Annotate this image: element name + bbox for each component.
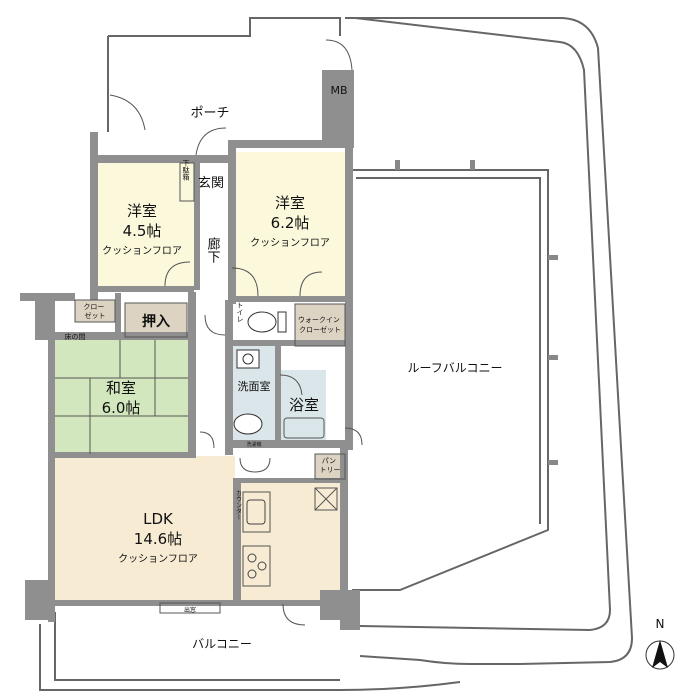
- room-fills: [55, 152, 345, 604]
- room-6-2-name: 洋室: [275, 194, 305, 212]
- porch-label: ポーチ: [190, 106, 229, 121]
- kitchen-floor: [235, 480, 345, 604]
- exterior-outline: [39, 17, 634, 691]
- washitsu-size: 6.0帖: [102, 399, 141, 417]
- counter-label: カウンター: [235, 490, 242, 520]
- oshiire-floor: [125, 303, 187, 337]
- kitchen-sink-icon: [246, 499, 266, 525]
- closet-label-line2: ゼット: [85, 311, 106, 320]
- room-4-5-size: 4.5帖: [123, 222, 162, 240]
- tatami-room: [55, 340, 188, 454]
- room-4-5-name: 洋室: [127, 202, 157, 220]
- room-western-6-2: [235, 152, 345, 298]
- room-western-4-5: [98, 163, 194, 287]
- room-6-2-floor: クッションフロア: [250, 237, 330, 249]
- ldk-name: LDK: [143, 510, 174, 528]
- pantry-label: パン トリー: [320, 457, 341, 474]
- wash-basin-icon: [233, 349, 263, 435]
- north-arrow-icon: N: [645, 617, 675, 670]
- ldk-size: 14.6帖: [134, 530, 182, 548]
- labels: ポーチ MB 玄関 下駄箱 廊下 洋室 4.5帖 クッションフロア 洋室 6.2…: [65, 84, 503, 651]
- bath-label: 浴室: [289, 396, 319, 414]
- toko-label: 床の間: [65, 332, 86, 341]
- walls: [20, 70, 360, 630]
- balcony-label: バルコニー: [192, 637, 252, 651]
- walkin-floor: [295, 304, 345, 346]
- range-hood-icon: [314, 487, 338, 511]
- shoe-box-label: 下駄箱: [182, 160, 190, 182]
- closet-label: クロー ゼット: [83, 303, 106, 320]
- ldk-floor: [55, 456, 235, 604]
- toilet-label: トイレ: [236, 302, 244, 323]
- bath-floor: [280, 370, 326, 440]
- washroom-label: 洗面室: [238, 379, 271, 393]
- walkin-label: ウォークイン クローゼット: [298, 316, 342, 334]
- roof-balcony-label: ルーフバルコニー: [407, 361, 502, 375]
- ldk-floor: クッションフロア: [118, 553, 198, 565]
- balcony-posts: [395, 160, 558, 465]
- room-outlines: [55, 162, 346, 614]
- door-swings: [109, 39, 363, 626]
- oshiire-label: 押入: [142, 313, 170, 330]
- room-4-5-floor: クッションフロア: [102, 245, 182, 257]
- entrance-label: 玄関: [198, 176, 224, 191]
- north-label: N: [656, 617, 665, 631]
- corridor-floor: [198, 200, 228, 430]
- window-box-label: 出窓: [184, 606, 196, 614]
- closet-floor: [75, 300, 115, 322]
- washer-label: 洗濯機: [246, 441, 261, 448]
- closet-label-line1: クロー: [83, 303, 104, 311]
- washitsu-name: 和室: [106, 379, 136, 397]
- corridor-label: 廊下: [205, 236, 221, 263]
- room-6-2-size: 6.2帖: [271, 214, 310, 232]
- stove-icon: [247, 553, 267, 579]
- mb-label: MB: [330, 84, 347, 97]
- toilet-icon: [247, 311, 287, 333]
